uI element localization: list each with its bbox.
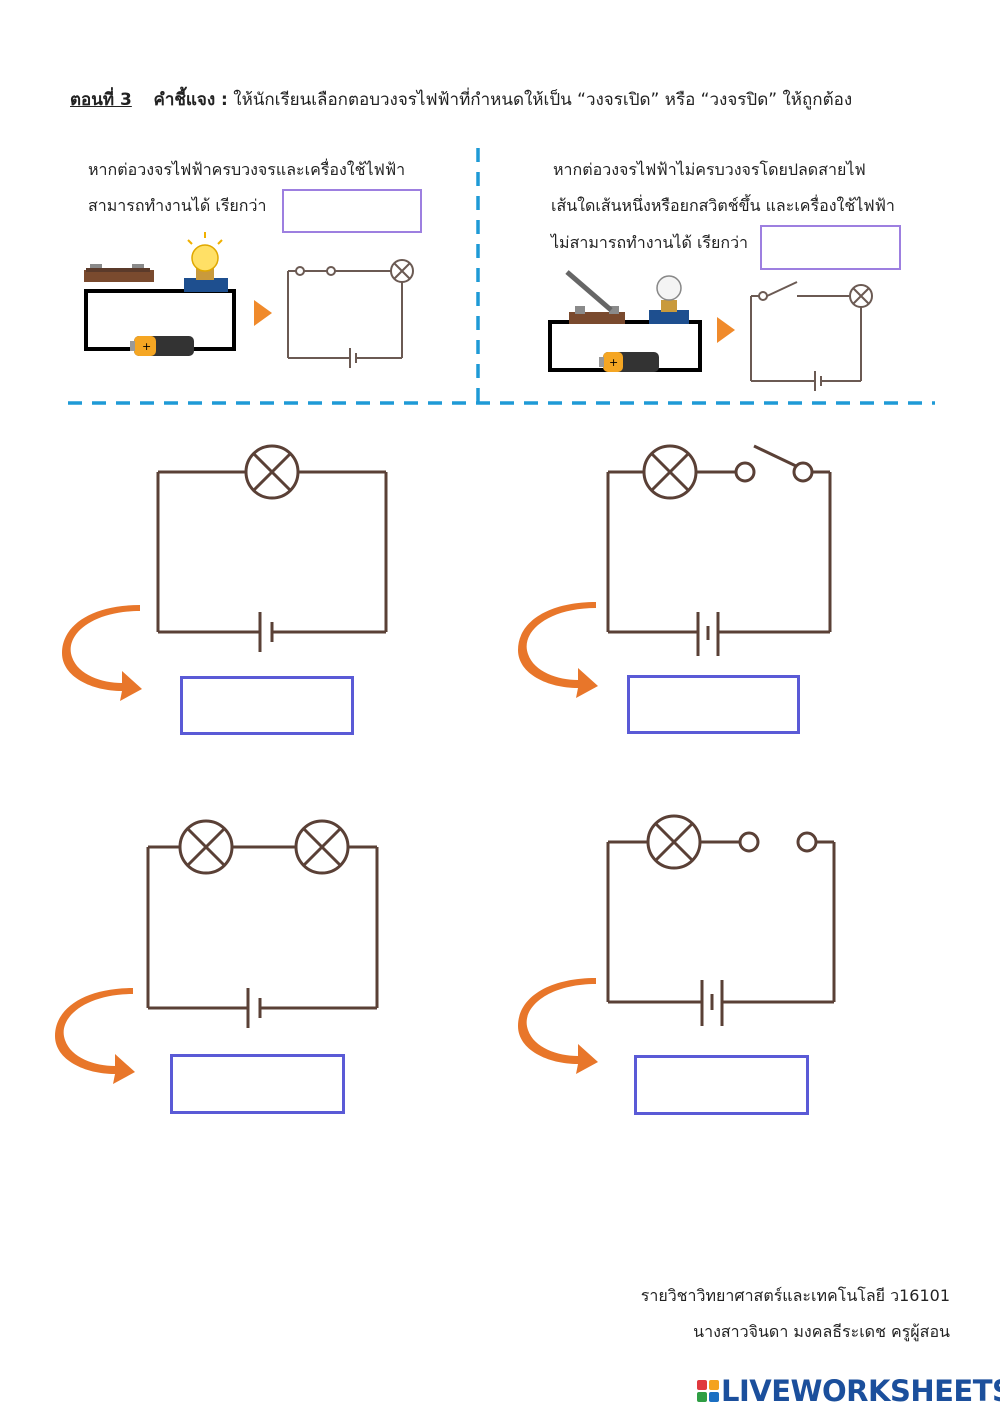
instruction-label: คำชี้แจง : [153,90,228,110]
question-3-circuit [146,819,379,1028]
open-circuit-schematic [750,281,873,391]
divider-lines [68,148,935,405]
instruction-line: ตอนที่ 3 คำชี้แจง : ให้นักเรียนเลือกตอบว… [70,86,852,113]
svg-text:+: + [142,340,151,353]
open-example-line3: ไม่สามารถทำงานได้ เรียกว่า [551,233,749,252]
brand-name: LIVEWORKSHEETS [721,1374,1000,1408]
question-4-answer-box[interactable] [634,1055,809,1115]
closed-example-line2: สามารถทำงานได้ เรียกว่า [88,196,267,215]
closed-circuit-schematic [287,259,414,368]
closed-example-answer-box[interactable] [282,189,422,233]
orange-arrow-icon [717,317,735,343]
svg-text:+: + [609,356,618,369]
closed-circuit-illustration: + [84,232,236,356]
unlit-bulb-icon [649,275,689,324]
question-3-answer-box[interactable] [170,1054,345,1114]
battery-icon: + [599,352,659,372]
lit-bulb-icon [184,232,228,292]
curved-arrow-icon [62,605,142,701]
liveworksheets-logo: LIVEWORKSHEETS [697,1374,1000,1408]
question-1-answer-box[interactable] [180,676,354,735]
question-2-circuit [606,444,832,656]
open-circuit-illustration: + [548,270,702,372]
part-number: ตอนที่ 3 [70,90,132,110]
open-example-answer-box[interactable] [760,225,901,270]
question-4-circuit [606,814,836,1026]
knife-switch-open-icon [565,270,625,324]
footer-teacher: นางสาวจินดา มงคลธีระเดช ครูผู้สอน [693,1322,950,1341]
curved-arrow-icon [518,602,598,698]
question-1-circuit [156,444,388,652]
knife-switch-closed-icon [84,264,154,282]
open-example-line2: เส้นใดเส้นหนึ่งหรือยกสวิตช์ขึ้น และเครื่… [551,196,895,215]
closed-example-line1: หากต่อวงจรไฟฟ้าครบวงจรและเครื่องใช้ไฟฟ้า [88,160,406,179]
curved-arrow-icon [55,988,135,1084]
curved-arrow-icon [518,978,598,1074]
battery-icon: + [130,336,194,356]
question-2-answer-box[interactable] [627,675,800,734]
orange-arrow-icon [254,300,272,326]
logo-grid-icon [697,1380,719,1402]
instruction-text: ให้นักเรียนเลือกตอบวงจรไฟฟ้าที่กำหนดให้เ… [233,90,853,110]
footer-subject: รายวิชาวิทยาศาสตร์และเทคโนโลยี ว16101 [640,1286,950,1305]
open-example-line1: หากต่อวงจรไฟฟ้าไม่ครบวงจรโดยปลดสายไฟ [553,160,866,179]
